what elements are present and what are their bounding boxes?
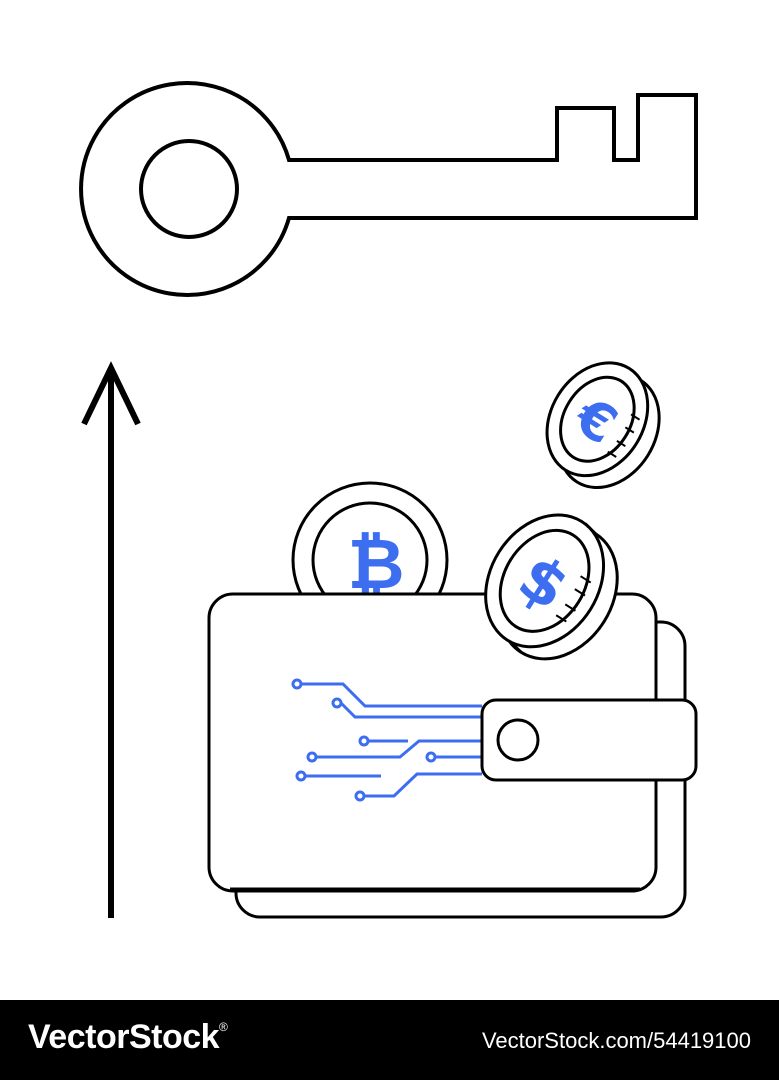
circuit-lines-icon — [291, 678, 482, 802]
registered-mark: ® — [219, 1020, 228, 1034]
brand-logo: VectorStock® — [28, 1018, 228, 1057]
euro-coin-icon: € — [545, 361, 661, 490]
wallet-clasp — [480, 698, 698, 782]
up-arrow-icon — [81, 361, 141, 918]
brand-name: VectorStock — [28, 1018, 220, 1056]
key-icon — [79, 81, 698, 297]
dollar-coin-icon: $ — [484, 513, 619, 661]
image-id: VectorStock.com/54419100 — [481, 1028, 751, 1053]
watermark-footer: VectorStock® VectorStock.com/54419100 — [0, 1000, 779, 1080]
bitcoin-symbol: ₿ — [347, 523, 404, 605]
illustration: ₿ $ — [79, 81, 698, 919]
